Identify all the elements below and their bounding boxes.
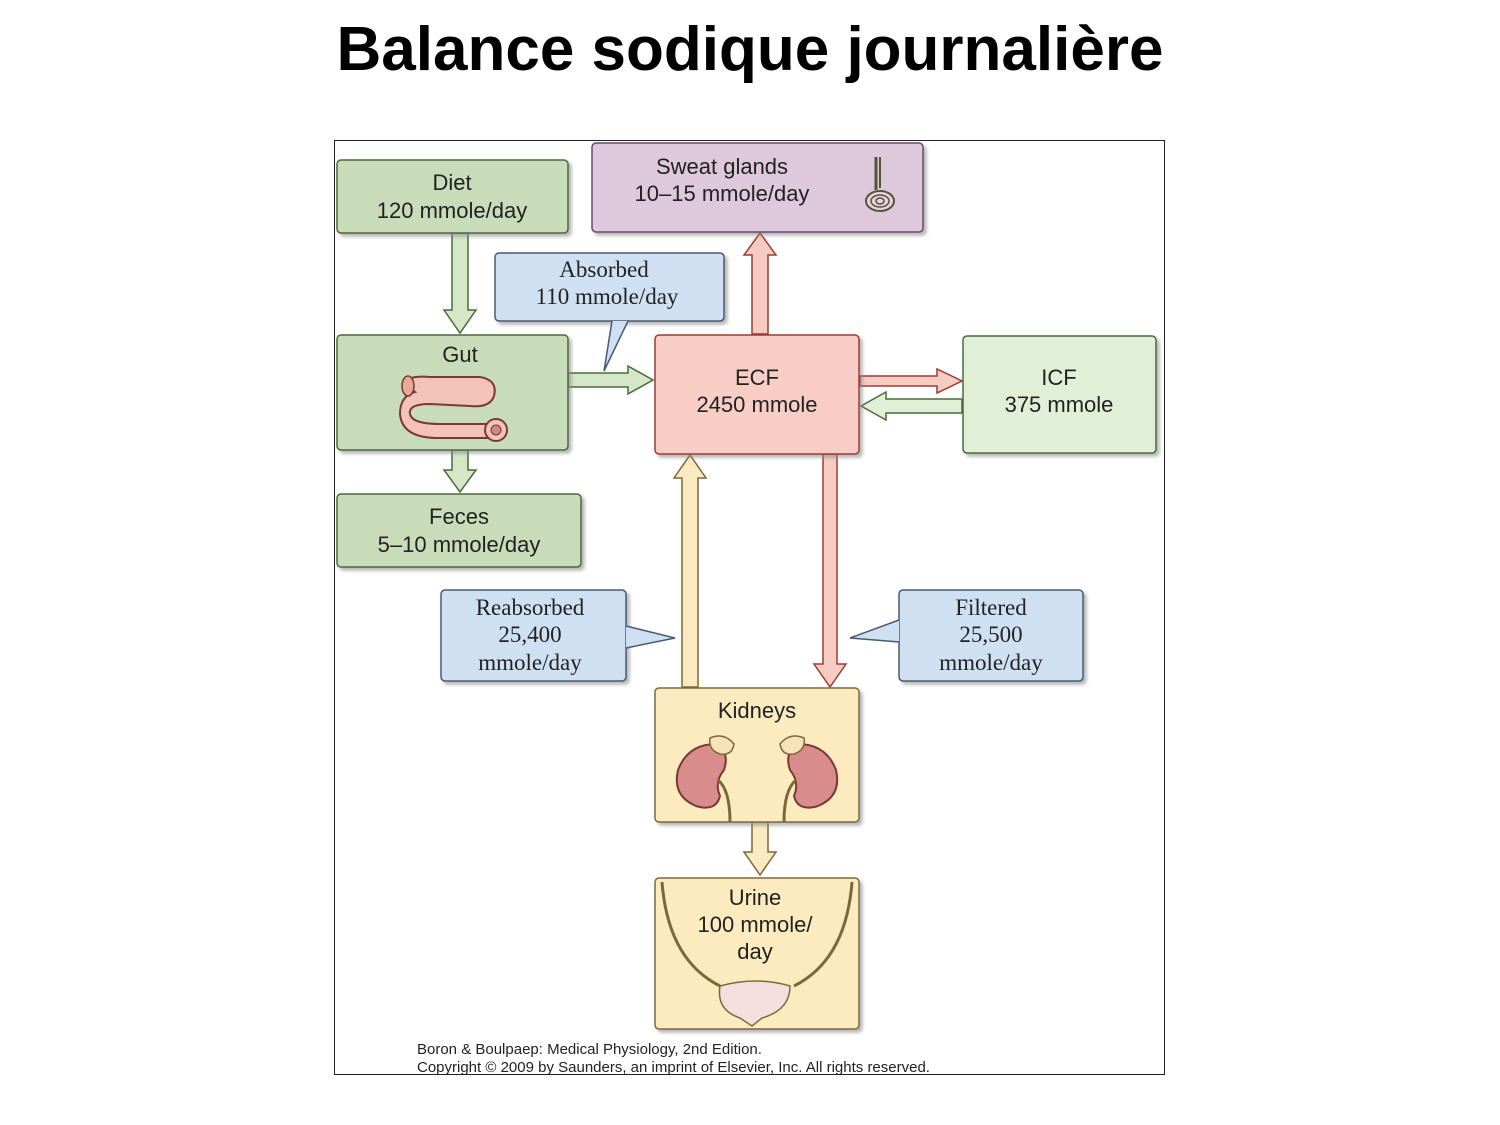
callout-absorbed-value: 110 mmole/day [536, 284, 679, 309]
callout-absorbed: Absorbed 110 mmole/day [494, 252, 725, 372]
callout-reabsorbed: Reabsorbed 25,400 mmole/day [440, 589, 676, 682]
node-feces-value: 5–10 mmole/day [378, 532, 541, 557]
node-urine-name: Urine [729, 885, 782, 910]
node-gut-name: Gut [442, 342, 477, 367]
node-diet-value: 120 mmole/day [377, 198, 527, 223]
callout-reabsorbed-name: Reabsorbed [476, 595, 585, 620]
arrow-icf-to-ecf [859, 390, 963, 422]
node-urine-line1: 100 mmole/ [698, 912, 814, 937]
kidneys-icon [675, 735, 839, 823]
arrow-diet-to-gut [442, 232, 478, 335]
arrow-ecf-to-kidneys [812, 453, 848, 689]
callout-reabsorbed-value: 25,400 [498, 622, 561, 647]
node-sweat-name: Sweat glands [656, 154, 788, 179]
credit-line-1: Boron & Boulpaep: Medical Physiology, 2n… [417, 1041, 762, 1058]
intestine-icon [398, 375, 508, 442]
bladder-icon [660, 881, 854, 1027]
arrow-gut-to-feces [442, 449, 478, 494]
credit-line-2: Copyright © 2009 by Saunders, an imprint… [417, 1059, 930, 1076]
node-sweat-glands: Sweat glands 10–15 mmole/day [591, 142, 924, 233]
arrow-kidneys-to-ecf [672, 453, 708, 688]
arrow-gut-to-ecf [567, 364, 655, 396]
callout-filtered-unit: mmole/day [939, 650, 1043, 675]
node-gut: Gut [336, 334, 569, 451]
node-ecf-name: ECF [735, 365, 779, 390]
callout-absorbed-name: Absorbed [559, 257, 649, 282]
arrow-ecf-to-sweat [742, 231, 778, 335]
callout-filtered-value: 25,500 [959, 622, 1022, 647]
node-diet-name: Diet [432, 170, 471, 195]
node-icf-name: ICF [1041, 365, 1076, 390]
node-icf: ICF 375 mmole [962, 335, 1157, 454]
node-feces-name: Feces [429, 504, 489, 529]
arrow-kidneys-to-urine [742, 821, 778, 877]
node-icf-value: 375 mmole [1005, 392, 1114, 417]
node-feces: Feces 5–10 mmole/day [336, 493, 582, 568]
node-urine: Urine 100 mmole/ day [654, 877, 860, 1030]
page-title: Balance sodique journalière [336, 15, 1164, 84]
arrow-ecf-to-icf [859, 367, 964, 395]
node-diet: Diet 120 mmole/day [336, 159, 569, 234]
callout-reabsorbed-unit: mmole/day [478, 650, 582, 675]
callout-filtered-name: Filtered [955, 595, 1027, 620]
node-urine-line2: day [737, 939, 772, 964]
node-kidneys: Kidneys [654, 687, 860, 823]
node-kidneys-name: Kidneys [718, 698, 796, 723]
node-sweat-value: 10–15 mmole/day [635, 181, 810, 206]
node-ecf-value: 2450 mmole [696, 392, 817, 417]
sweat-gland-icon [865, 157, 895, 212]
node-ecf: ECF 2450 mmole [654, 334, 860, 455]
callout-filtered: Filtered 25,500 mmole/day [849, 589, 1084, 682]
